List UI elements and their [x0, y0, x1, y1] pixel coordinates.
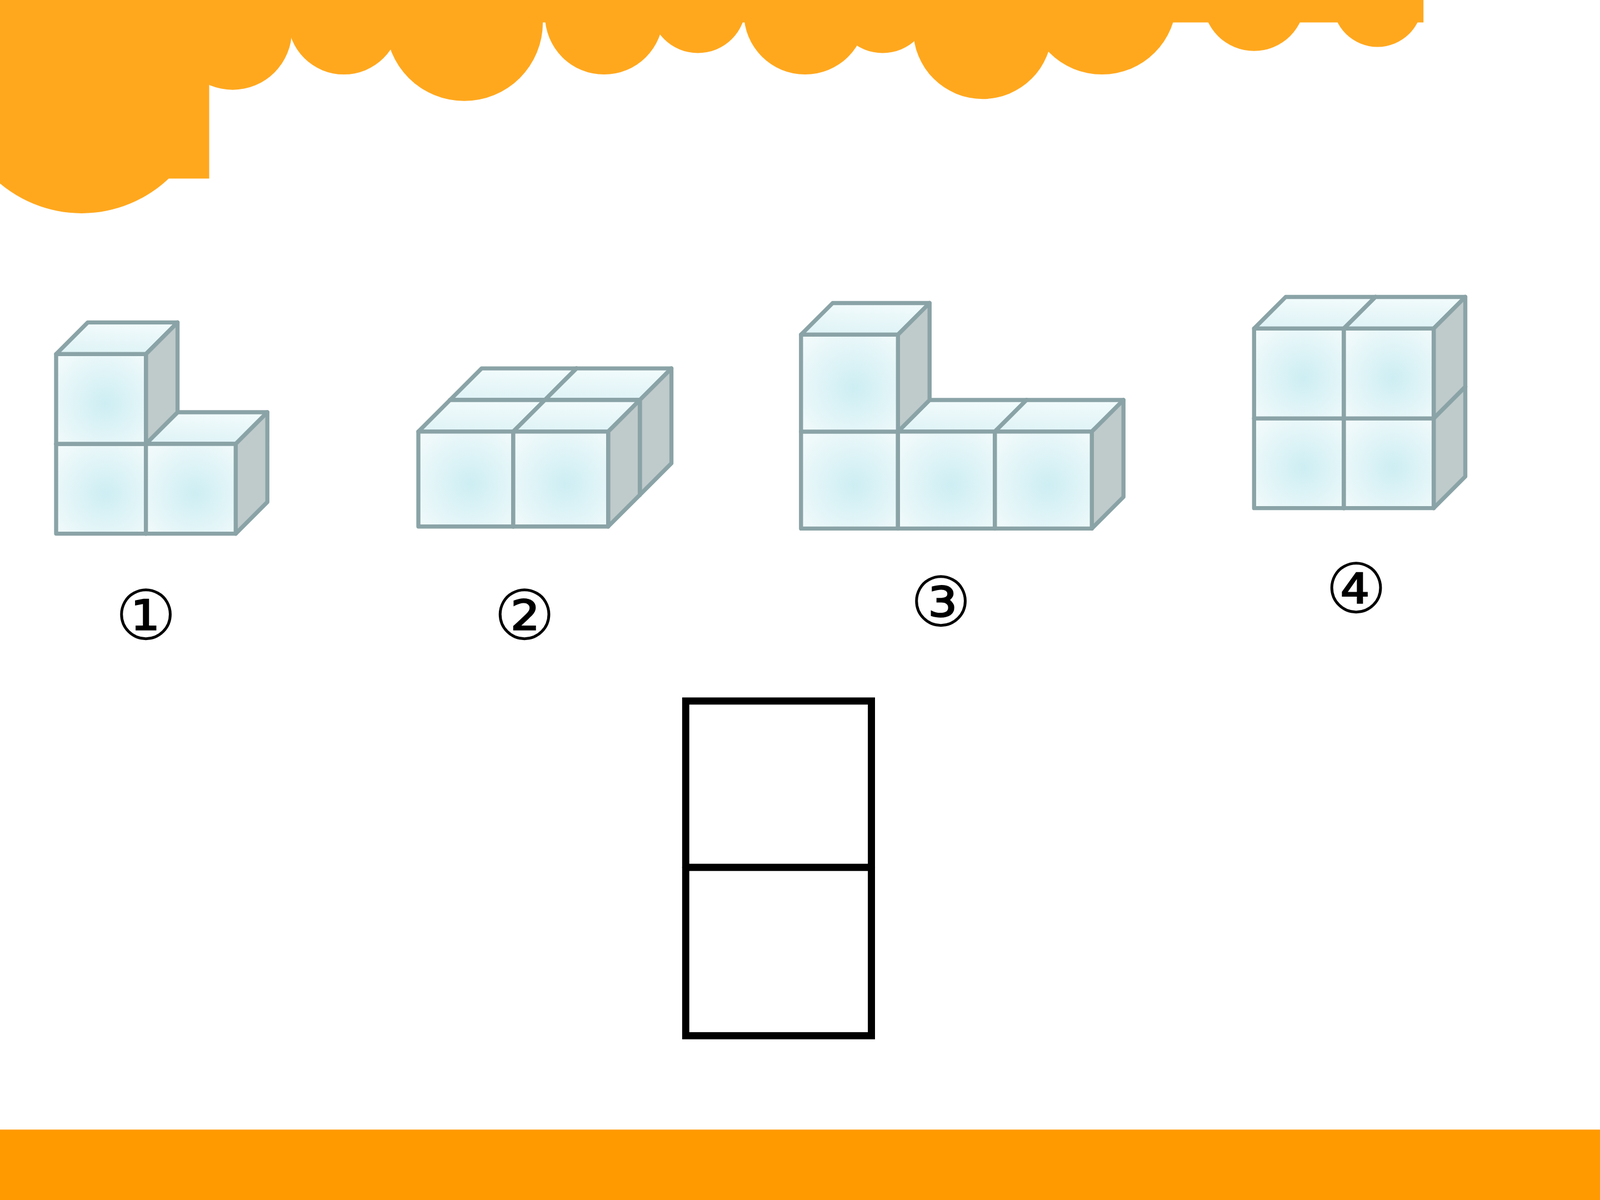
cube-face: [418, 431, 514, 527]
view-grid: [685, 701, 872, 1036]
cube-face: [608, 400, 640, 527]
cube-face: [1253, 328, 1344, 419]
figure-number: ③: [910, 567, 972, 637]
footer-band: [0, 1129, 1600, 1200]
cube-face: [640, 368, 672, 495]
figure-number: ④: [1325, 554, 1387, 624]
cube-face: [146, 322, 178, 444]
cube-face: [801, 334, 898, 432]
cube-figures: [56, 296, 1466, 534]
cube-face: [995, 431, 1092, 529]
cube-face: [56, 353, 147, 444]
figure-number: ①: [115, 581, 177, 650]
figure-number: ②: [493, 581, 555, 650]
cube-face: [146, 443, 237, 534]
cube-face: [235, 412, 268, 534]
header-cloud: [0, 0, 1424, 214]
cube-face: [1343, 328, 1434, 419]
cube-face: [897, 431, 995, 529]
cube-face: [56, 443, 147, 534]
cube-face: [1343, 418, 1434, 509]
cube-face: [801, 431, 898, 529]
cube-face: [1253, 418, 1344, 509]
cube-face: [1433, 296, 1466, 419]
cube-face: [513, 431, 609, 527]
cube-face: [1091, 400, 1124, 529]
cube-face: [897, 303, 930, 432]
